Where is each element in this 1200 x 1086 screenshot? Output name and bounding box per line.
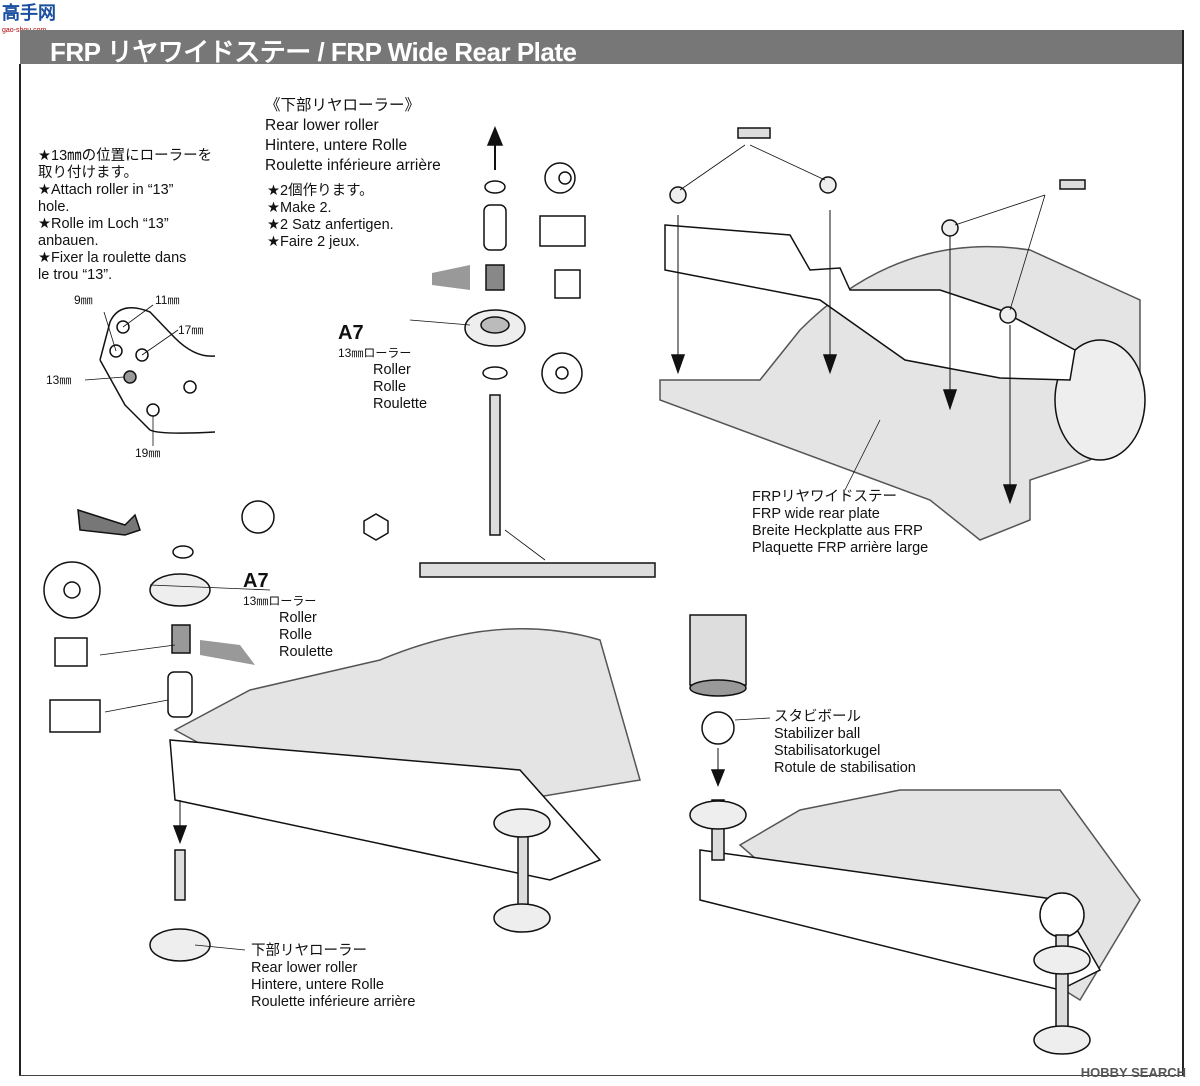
note-line: le trou “13”. [38,267,113,283]
a7-top-label: 13㎜ローラー Roller Rolle Roulette [338,345,427,413]
part-code-a7-bottom: A7 [243,570,269,592]
note-line: hole. [38,199,70,215]
label-line: Roulette inférieure arrière [251,994,416,1010]
label-line: 下部リヤローラー [251,943,367,959]
label-line: Plaquette FRP arrière large [752,540,929,556]
note-line: ★Attach roller in “13” [38,182,174,198]
note-line: ★Faire 2 jeux. [267,234,360,250]
label-line: Roulette [279,644,334,660]
label-line: Roulette [373,396,428,412]
logo-text: 高手网 [2,3,56,23]
bottom-right-assembly [560,614,1141,1055]
page-title: FRP リヤワイドステー / FRP Wide Rear Plate [50,37,577,67]
frp-plate-label: FRPリヤワイドステー FRP wide rear plate Breite H… [752,489,928,557]
part-code-a7-top: A7 [338,322,364,344]
label-line: Breite Heckplatte aus FRP [752,523,923,539]
frame-bottom [19,1075,1184,1076]
label-line: Roulette inférieure arrière [265,157,441,174]
label-line: 《下部リヤローラー》 [265,97,421,114]
note-line: ★Make 2. [267,200,332,216]
note-left: ★13㎜の位置にローラーを 取り付けます。 ★Attach roller in … [38,148,212,284]
rear-lower-roller-top-label: 《下部リヤローラー》 Rear lower roller Hintere, un… [265,96,441,176]
a7-bottom-label: 13㎜ローラー Roller Rolle Roulette [243,593,333,661]
hole-label-17: 17㎜ [178,323,204,337]
label-line: 13㎜ローラー [243,594,317,608]
hole-label-9: 9㎜ [74,293,93,307]
make-two-note: ★2個作ります。 ★Make 2. ★2 Satz anfertigen. ★F… [267,183,394,251]
label-line: スタビボール [774,709,861,725]
label-line: Rolle [279,627,313,643]
section-header: FRP リヤワイドステー / FRP Wide Rear Plate [20,30,1183,67]
label-line: 13㎜ローラー [338,346,412,360]
note-line: ★Rolle im Loch “13” [38,216,169,232]
frame-right [1182,30,1184,1076]
hole-label-11: 11㎜ [155,293,180,307]
label-line: FRPリヤワイドステー [752,489,897,505]
label-line: Rear lower roller [251,960,358,976]
hole-label-19: 19㎜ [135,446,161,460]
stabilizer-ball-label: スタビボール Stabilizer ball Stabilisatorkugel… [774,709,916,777]
label-line: FRP wide rear plate [752,506,880,522]
label-line: Rolle [373,379,407,395]
bottom-left-assembly [43,500,641,962]
note-line: anbauen. [38,233,99,249]
note-line: ★2個作ります。 [267,183,374,199]
label-line: Stabilisatorkugel [774,743,881,759]
label-line: Hintere, untere Rolle [251,977,384,993]
frame-left [19,64,21,1076]
note-line: ★Fixer la roulette dans [38,250,187,266]
note-line: 取り付けます。 [38,165,139,181]
watermark: HOBBY SEARCH [1080,1065,1186,1080]
hole-label-13: 13㎜ [46,373,72,387]
label-line: Rotule de stabilisation [774,760,916,776]
label-line: Stabilizer ball [774,726,861,742]
hole-detail-plate [84,304,216,446]
note-line: ★13㎜の位置にローラーを [38,148,213,164]
label-line: Hintere, untere Rolle [265,137,408,154]
note-line: ★2 Satz anfertigen. [267,217,394,233]
top-right-chassis [659,127,1146,541]
rear-lower-roller-bottom-label: 下部リヤローラー Rear lower roller Hintere, unte… [251,943,415,1011]
top-roller-stack [419,126,656,578]
label-line: Roller [279,610,317,626]
label-line: Roller [373,362,411,378]
label-line: Rear lower roller [265,117,379,134]
